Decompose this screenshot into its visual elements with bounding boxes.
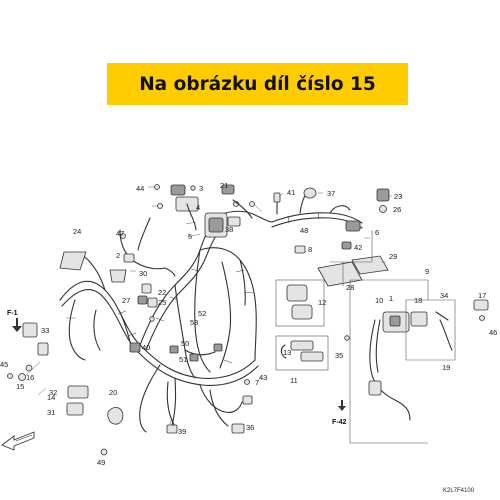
- reference-boxes: [275, 230, 456, 444]
- part-label: 48: [300, 226, 308, 235]
- part-label: 27: [122, 296, 130, 305]
- part-label: 47: [116, 229, 124, 238]
- ref-f1-label: F-1: [7, 310, 18, 317]
- part-label: 32: [49, 388, 57, 397]
- ref-arrow-f1: F-1: [7, 310, 22, 332]
- part-label: 29: [389, 252, 397, 261]
- part-label: 34: [440, 291, 448, 300]
- part-label: 8: [308, 245, 312, 254]
- part-label: 20: [109, 388, 117, 397]
- part-label: 25: [158, 298, 166, 307]
- part-label: 13: [283, 348, 291, 357]
- part-label: 21: [220, 181, 228, 190]
- part-label: 26: [393, 205, 401, 214]
- part-labels: 1 2 3 4 5 6 7 8 9 10 11 12 13 14 15 16 1…: [0, 181, 497, 467]
- harness-tapes: [117, 212, 320, 364]
- part-label: 15: [16, 382, 24, 391]
- part-label: 37: [327, 189, 335, 198]
- part-label: 38: [225, 225, 233, 234]
- part-label: 30: [139, 269, 147, 278]
- banner-text: Na obrázku díl číslo 15: [139, 73, 376, 95]
- part-label: 1: [389, 294, 393, 303]
- part-label: 44: [136, 184, 144, 193]
- part-label: 18: [414, 296, 422, 305]
- part-label: 17: [478, 291, 486, 300]
- part-label: 49: [97, 458, 105, 467]
- part-label: 45: [0, 360, 8, 369]
- part-label: 22: [158, 288, 166, 297]
- part-label: 35: [335, 351, 343, 360]
- diagram-code: K2L7F4100: [443, 488, 475, 494]
- connector-parts: [7, 184, 489, 456]
- part-label: 19: [442, 363, 450, 372]
- part-label: 14: [47, 393, 55, 402]
- part-label: 9: [425, 267, 429, 276]
- part-label: 53: [190, 318, 198, 327]
- part-label: 10: [375, 296, 383, 305]
- part-label: 4: [196, 203, 200, 212]
- part-label: 3: [199, 184, 203, 193]
- part-label: 36: [246, 423, 254, 432]
- part-label: 52: [198, 309, 206, 318]
- ref-arrow-f42: F-42: [332, 400, 347, 426]
- part-label: 5: [188, 232, 192, 241]
- part-label: 12: [318, 298, 326, 307]
- part-label: 7: [255, 378, 259, 387]
- part-label: 2: [116, 251, 120, 260]
- part-label: 51: [179, 355, 187, 364]
- part-label: 46: [489, 328, 497, 337]
- leader-lines: [24, 186, 392, 425]
- part-label: 16: [26, 373, 34, 382]
- part-label: 6: [375, 228, 379, 237]
- part-label: 50: [181, 339, 189, 348]
- part-label: 40: [142, 343, 150, 352]
- front-arrow-icon: [1, 431, 35, 451]
- part-label: 24: [73, 227, 81, 236]
- part-label: 41: [287, 188, 295, 197]
- part-label: 33: [41, 326, 49, 335]
- part-label: 31: [47, 408, 55, 417]
- part-label: 23: [394, 192, 402, 201]
- part-label: 43: [259, 373, 267, 382]
- part-label: 11: [290, 376, 298, 385]
- part-label: 28: [346, 283, 354, 292]
- ref-f42-label: F-42: [332, 419, 347, 426]
- part-label: 42: [354, 243, 362, 252]
- part-label: 39: [178, 427, 186, 436]
- part-number-banner: Na obrázku díl číslo 15: [107, 63, 408, 105]
